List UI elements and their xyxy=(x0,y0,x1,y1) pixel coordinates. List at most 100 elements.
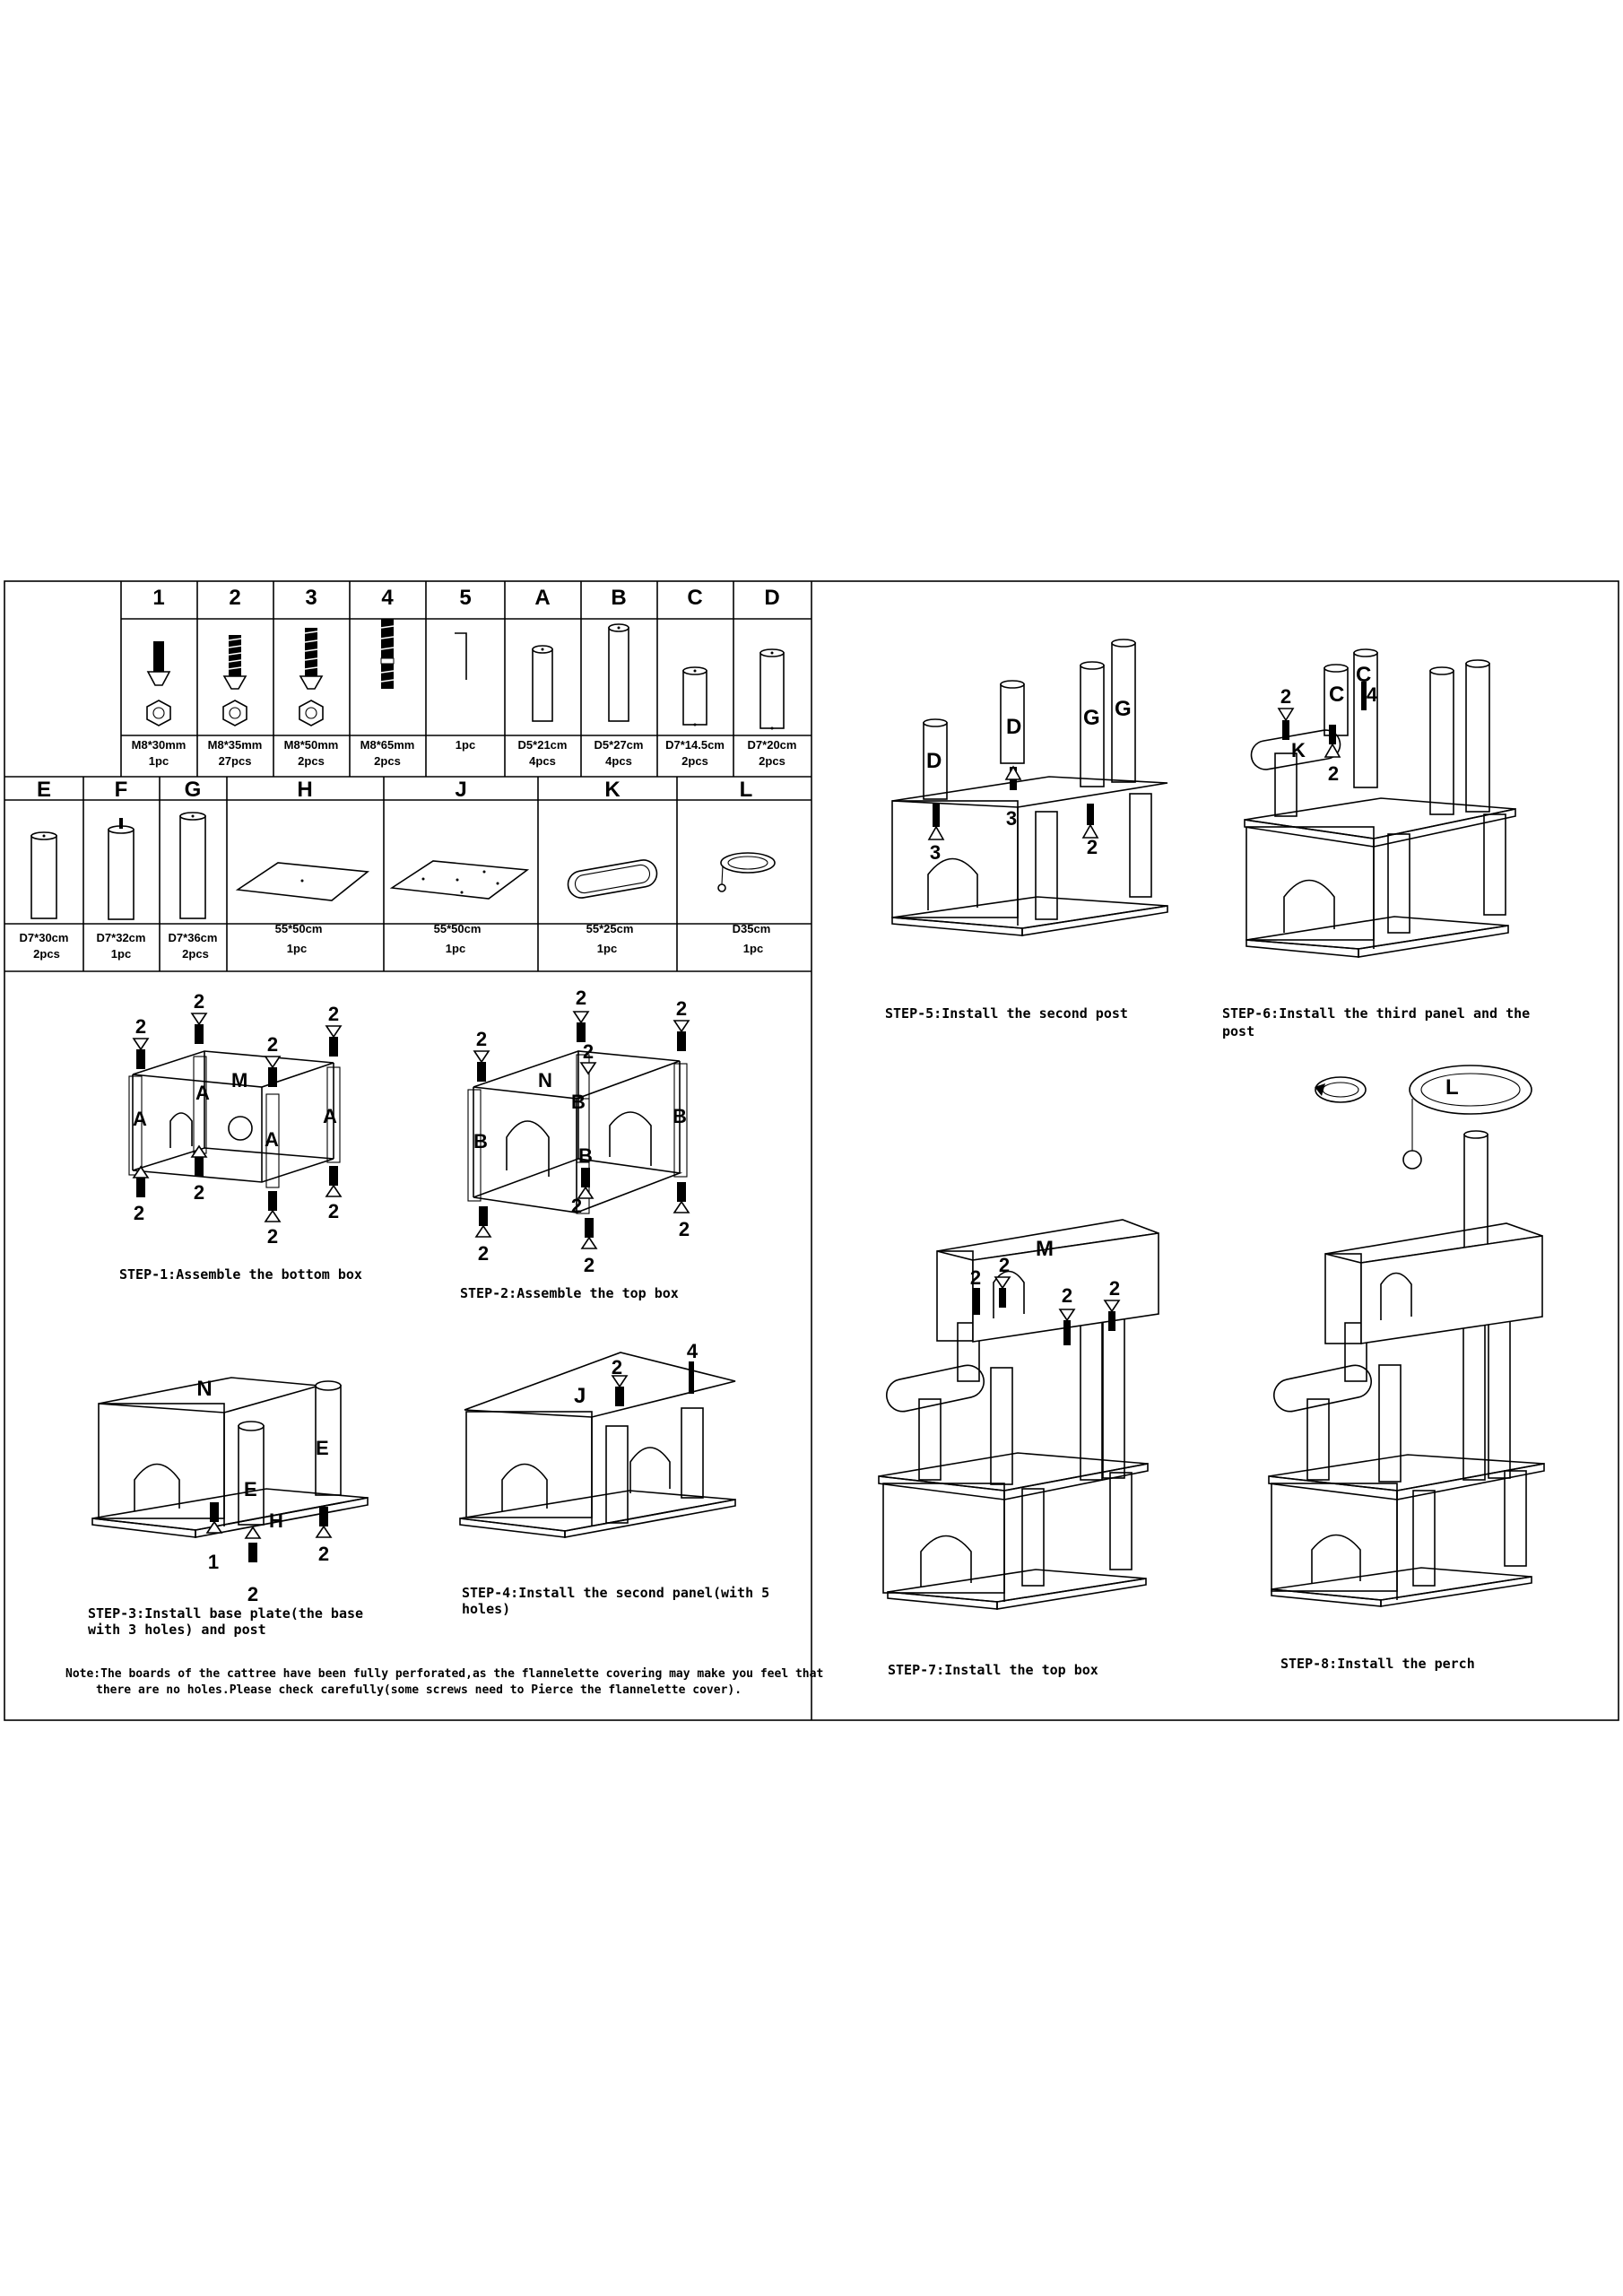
part-D-id: D xyxy=(764,586,779,610)
step-7-screws: 2 2 2 2 xyxy=(970,1254,1121,1345)
step2-num-2h: 2 xyxy=(679,1218,690,1240)
step-3-caption-1: STEP-3:Install base plate(the base xyxy=(88,1605,363,1622)
post-F-icon xyxy=(108,818,135,920)
step1-label-A-top: A xyxy=(195,1082,210,1104)
step-2-caption: STEP-2:Assemble the top box xyxy=(460,1285,679,1301)
step6-label-C-a: C xyxy=(1329,683,1344,707)
part-K-qty: 1pc xyxy=(597,942,617,955)
step7-label-M: M xyxy=(1036,1237,1054,1261)
part-4-spec: M8*65mm xyxy=(360,738,415,752)
part-L-qty: 1pc xyxy=(743,942,763,955)
part-3-spec: M8*50mm xyxy=(284,738,339,752)
board-K-icon xyxy=(567,859,658,899)
post-A-icon xyxy=(532,645,553,722)
step5-label-G-a: G xyxy=(1083,706,1100,730)
part-2-id: 2 xyxy=(229,586,240,610)
step4-num-4: 4 xyxy=(687,1340,699,1362)
part-2-spec: M8*35mm xyxy=(208,738,263,752)
step6-num-2b: 2 xyxy=(1328,762,1339,785)
step1-num-2d: 2 xyxy=(328,1003,339,1025)
step3-label-E-back: E xyxy=(316,1437,329,1459)
step7-num-2a: 2 xyxy=(970,1266,981,1289)
step1-label-A-front: A xyxy=(265,1128,279,1151)
row1-grid xyxy=(120,581,812,777)
step-5-screws: 3 3 2 xyxy=(927,765,1099,864)
step5-num-2: 2 xyxy=(1087,836,1098,858)
part-K-spec: 55*25cm xyxy=(586,922,634,935)
allen-key-5-icon xyxy=(455,632,467,680)
post-E-icon xyxy=(30,831,57,919)
step1-num-2f: 2 xyxy=(194,1181,204,1204)
step2-num-2d: 2 xyxy=(676,997,687,1020)
part-E-spec: D7*30cm xyxy=(20,931,69,944)
step1-num-2a: 2 xyxy=(135,1015,146,1038)
part-4-qty: 2pcs xyxy=(374,754,401,768)
step4-label-J: J xyxy=(574,1384,586,1408)
step-4-caption-1: STEP-4:Install the second panel(with 5 xyxy=(462,1585,769,1601)
part-B-qty: 4pcs xyxy=(605,754,632,768)
part-C-id: C xyxy=(687,586,702,610)
part-L-spec: D35cm xyxy=(733,922,771,935)
step7-num-2d: 2 xyxy=(1109,1277,1120,1300)
row2-grid xyxy=(4,777,812,971)
step-1-screws: 2 2 2 2 2 2 2 2 xyxy=(132,990,343,1248)
step-3-diagram: N E E H xyxy=(91,1377,369,1538)
step-5-diagram: D D G G xyxy=(891,639,1168,936)
part-L-id: L xyxy=(740,778,753,802)
part-H-qty: 1pc xyxy=(287,942,307,955)
part-F-id: F xyxy=(115,778,128,802)
part-J-spec: 55*50cm xyxy=(434,922,482,935)
part-A-spec: D5*21cm xyxy=(518,738,568,752)
step-3-screws: 1 2 2 xyxy=(205,1502,333,1605)
step1-num-2b: 2 xyxy=(194,990,204,1013)
part-G-qty: 2pcs xyxy=(182,947,209,961)
step-6-caption-1: STEP-6:Install the third panel and the xyxy=(1222,1005,1530,1022)
step-2-screws: 2 2 2 2 2 2 2 2 xyxy=(473,987,690,1276)
part-H-spec: 55*50cm xyxy=(275,922,323,935)
part-B-spec: D5*27cm xyxy=(595,738,644,752)
step2-label-B-left: B xyxy=(473,1130,488,1152)
step1-num-2h: 2 xyxy=(328,1200,339,1222)
part-2-qty: 27pcs xyxy=(219,754,252,768)
step5-num-3b: 3 xyxy=(1006,807,1017,830)
step1-num-2e: 2 xyxy=(134,1202,144,1224)
part-F-qty: 1pc xyxy=(111,947,131,961)
part-1-qty: 1pc xyxy=(149,754,169,768)
step3-num-2b: 2 xyxy=(318,1543,329,1565)
part-C-spec: D7*14.5cm xyxy=(665,738,725,752)
step2-label-B-mid: B xyxy=(571,1091,586,1113)
part-4-id: 4 xyxy=(381,586,394,610)
step6-label-K: K xyxy=(1291,739,1306,761)
part-B-id: B xyxy=(611,586,626,610)
step1-label-M: M xyxy=(231,1069,247,1091)
step-1-caption: STEP-1:Assemble the bottom box xyxy=(119,1266,362,1283)
step5-label-G-b: G xyxy=(1115,697,1132,721)
step1-num-2g: 2 xyxy=(267,1225,278,1248)
step6-num-4: 4 xyxy=(1367,683,1378,706)
step3-num-2a: 2 xyxy=(247,1583,258,1605)
post-B-icon xyxy=(608,623,629,722)
step2-num-2c: 2 xyxy=(583,1040,594,1063)
post-G-icon xyxy=(179,812,206,919)
step1-label-A-left: A xyxy=(133,1108,147,1130)
part-5-id: 5 xyxy=(459,586,471,610)
post-C-icon xyxy=(682,666,707,726)
step5-num-3a: 3 xyxy=(930,841,941,864)
note-line-1: Note:The boards of the cattree have been… xyxy=(65,1667,823,1681)
step8-label-L: L xyxy=(1445,1075,1459,1100)
step7-num-2c: 2 xyxy=(1062,1284,1072,1307)
step6-num-2a: 2 xyxy=(1280,685,1291,708)
post-D-icon xyxy=(759,648,785,730)
part-E-id: E xyxy=(37,778,51,802)
part-K-id: K xyxy=(604,778,621,802)
step2-num-2e: 2 xyxy=(478,1242,489,1265)
screw-1-icon xyxy=(146,641,171,726)
step-3-caption-2: with 3 holes) and post xyxy=(88,1622,266,1638)
step-6-screws: 2 2 4 xyxy=(1277,682,1378,785)
step5-label-D-mid: D xyxy=(1006,715,1021,739)
part-E-qty: 2pcs xyxy=(33,947,60,961)
part-G-id: G xyxy=(185,778,202,802)
step2-num-2b: 2 xyxy=(576,987,586,1009)
step3-label-N: N xyxy=(196,1377,212,1401)
